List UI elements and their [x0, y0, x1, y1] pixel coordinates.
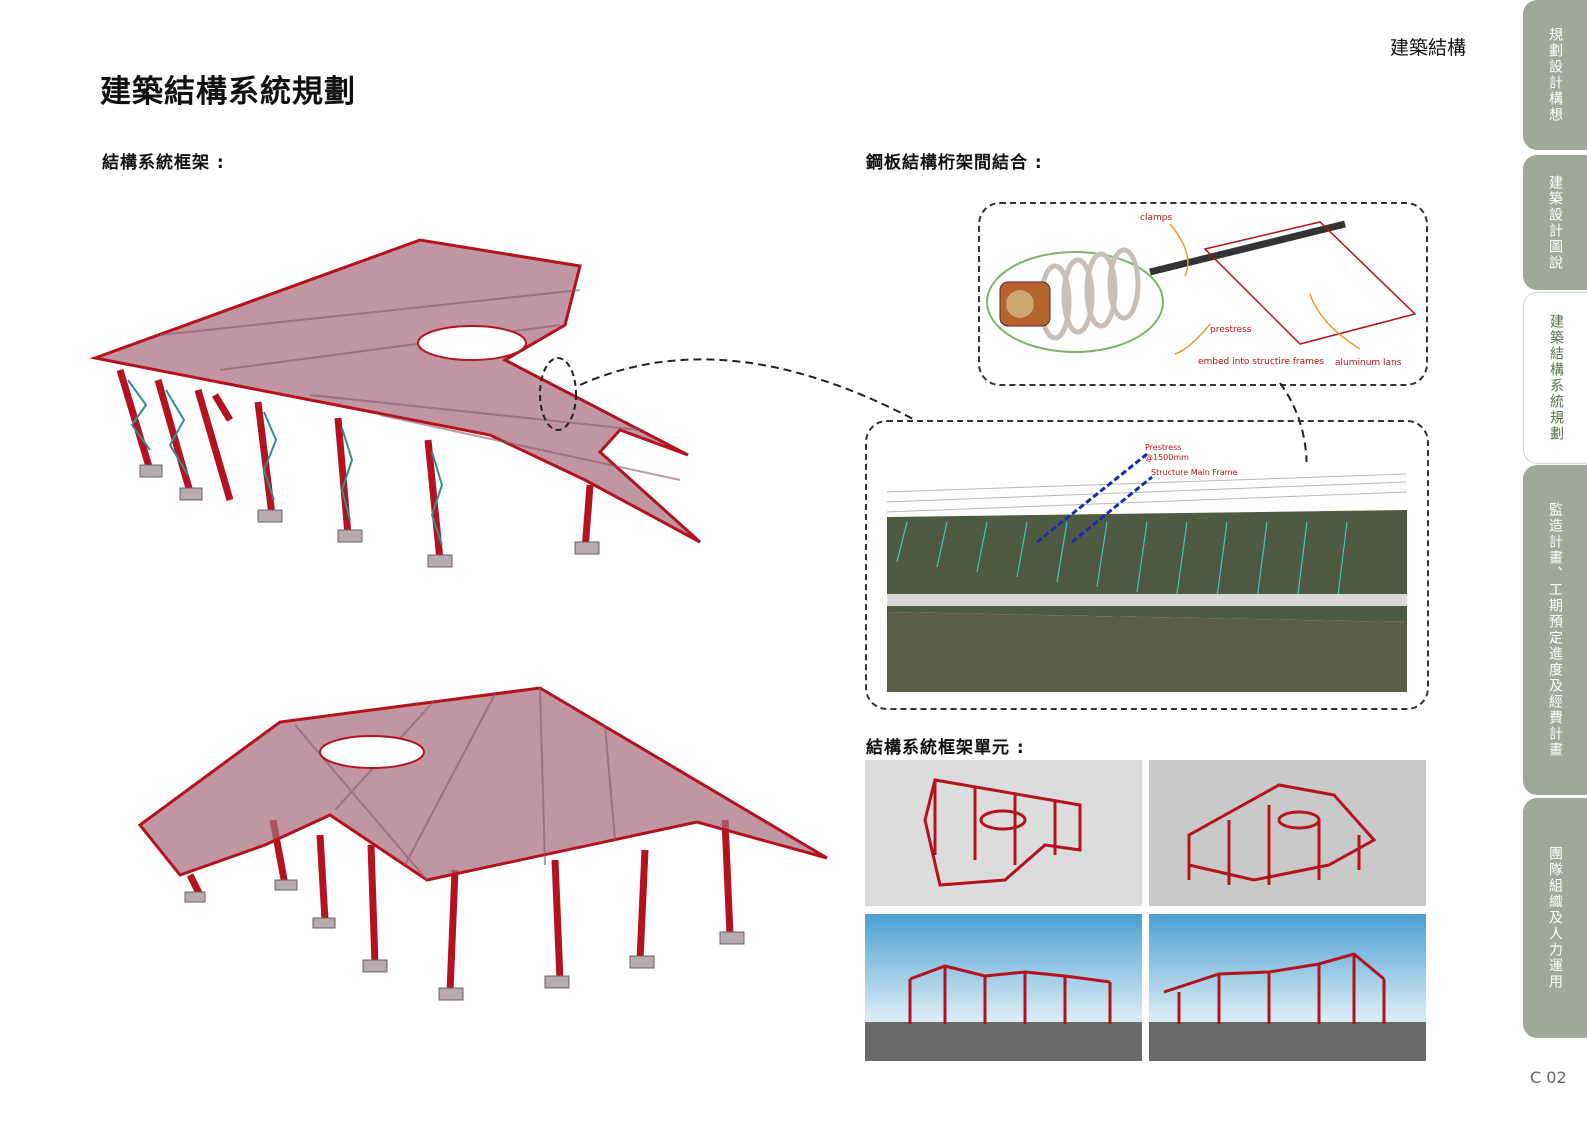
detail-callout-circle	[539, 357, 577, 431]
nav-tab-design-drawings[interactable]: 建築設計圖說	[1523, 155, 1587, 290]
callout-leader-line	[579, 358, 916, 421]
label-prestress: prestress	[1210, 325, 1252, 335]
frame-unit-render-4	[1149, 952, 1426, 1061]
columns-group	[186, 819, 734, 993]
structure-model-bottom-illustration	[137, 686, 828, 1001]
nav-tab-label: 建築結構系統規劃	[1548, 314, 1564, 442]
nav-tab-label: 建築設計圖說	[1547, 174, 1563, 271]
frame-unit-render-2	[1187, 783, 1377, 885]
page-title: 建築結構系統規劃	[100, 74, 356, 110]
heading-steel-truss: 鋼板結構桁架間結合 :	[866, 153, 1043, 173]
roof-frame-render: Prestress @1500mm Structure Main Frame	[886, 443, 1408, 692]
roof-frame-panel: Prestress @1500mm Structure Main Frame	[865, 420, 1429, 710]
nav-tab-team-organization[interactable]: 團隊組織及人力運用	[1523, 798, 1587, 1038]
nav-tab-label: 規劃設計構想	[1547, 27, 1563, 123]
frame-unit-thumb-1	[865, 760, 1142, 906]
section-tag: 建築結構	[1390, 37, 1467, 59]
roof-plane	[137, 686, 828, 882]
roof-opening	[319, 735, 425, 769]
label-embed: embed into structire frames	[1198, 357, 1324, 367]
nav-tab-structure-planning[interactable]: 建築結構系統規劃	[1523, 292, 1587, 464]
frame-unit-render-3	[865, 964, 1142, 1061]
footings	[184, 879, 745, 1001]
structure-model-top-illustration	[89, 238, 702, 568]
nav-tab-label: 監造計畫、工期預定進度及經費計畫	[1547, 502, 1563, 758]
label-main-frame: Structure Main Frame	[1151, 468, 1237, 477]
label-clamps: clamps	[1140, 213, 1172, 223]
heading-frame-system: 結構系統框架 :	[102, 153, 225, 173]
roof-rafters	[294, 687, 616, 881]
label-aluminum: aluminum lans	[1335, 358, 1402, 368]
page-number: C 02	[1530, 1068, 1567, 1087]
connection-detail-panel: clamps prestress embed into structire fr…	[978, 202, 1428, 386]
roof-plane	[89, 238, 702, 544]
connection-detail-drawing: clamps prestress embed into structire fr…	[986, 213, 1417, 368]
columns-group	[116, 368, 594, 561]
frame-unit-render-1	[923, 778, 1082, 887]
section-nav: 規劃設計構想 建築設計圖說 建築結構系統規劃 監造計畫、工期預定進度及經費計畫 …	[1523, 0, 1587, 1040]
nav-tab-supervision-schedule[interactable]: 監造計畫、工期預定進度及經費計畫	[1523, 465, 1587, 795]
label-prestress: Prestress	[1145, 443, 1181, 452]
frame-unit-thumb-4	[1149, 914, 1426, 1061]
footings	[139, 464, 600, 568]
heading-frame-units: 結構系統框架單元 :	[866, 738, 1025, 758]
nav-tab-planning-concept[interactable]: 規劃設計構想	[1523, 0, 1587, 150]
truss-bracing	[127, 379, 444, 546]
nav-tab-label: 團隊組織及人力運用	[1547, 846, 1563, 990]
frame-unit-thumb-3	[865, 914, 1142, 1061]
label-spacing: @1500mm	[1145, 453, 1189, 462]
roof-opening	[417, 325, 527, 361]
frame-unit-thumb-2	[1149, 760, 1426, 906]
